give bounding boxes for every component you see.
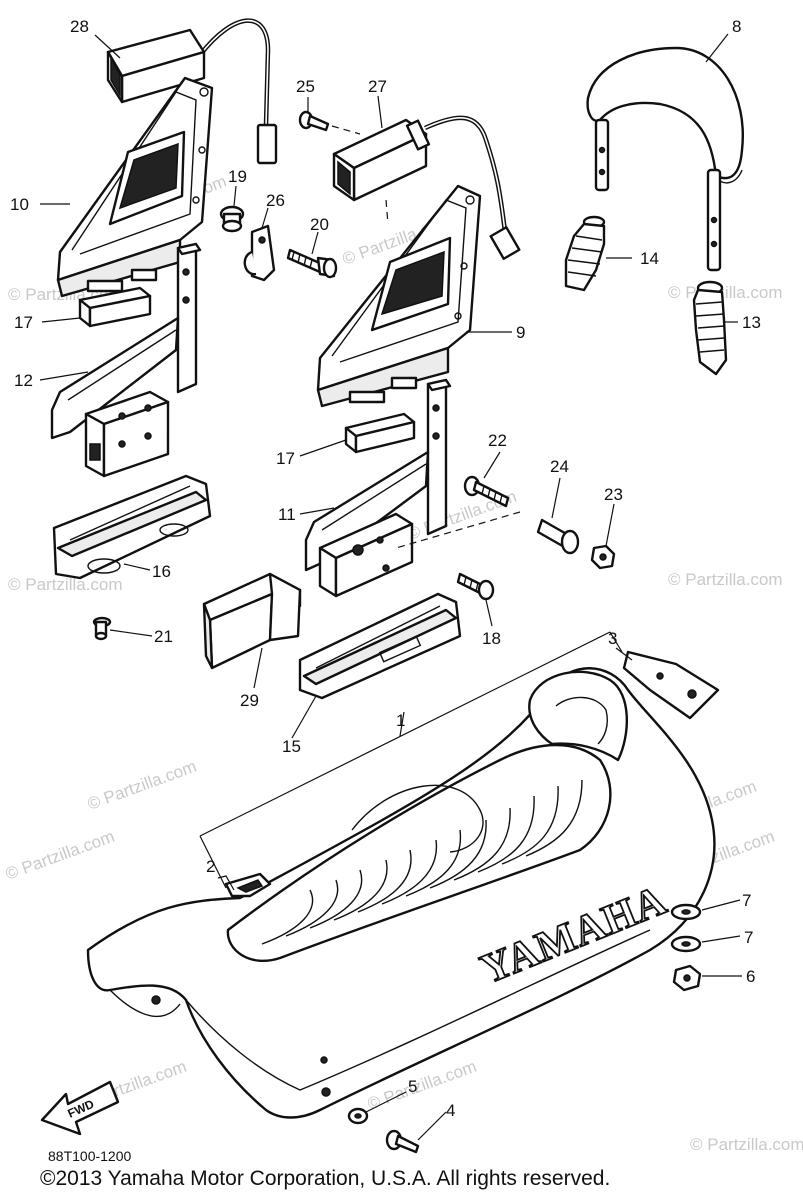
callout-24: 24 [550, 457, 569, 476]
part-25-screw [298, 110, 361, 135]
part-18-screw [456, 572, 495, 601]
dashed-guide-line [395, 511, 521, 549]
part-19-grommet [219, 205, 245, 233]
callout-23: 23 [604, 485, 623, 504]
part-22-bolt [463, 475, 510, 508]
drawing-code: 88T100-1200 [48, 1148, 132, 1164]
callout-17-center: 17 [276, 449, 295, 468]
part-29-clip [202, 572, 302, 670]
callout-15: 15 [282, 737, 301, 756]
callout-9: 9 [516, 323, 525, 342]
part-8-backrest [586, 46, 744, 272]
callout-22: 22 [488, 431, 507, 450]
part-20-bolt [286, 248, 338, 279]
callout-26: 26 [266, 191, 285, 210]
part-16-armrest [52, 474, 212, 580]
part-17-pad-center [344, 412, 416, 454]
callout-8: 8 [732, 17, 741, 36]
callout-16: 16 [152, 562, 171, 581]
part-15-armrest [298, 592, 462, 700]
leader-lines [39, 33, 742, 1141]
seat-ribs [261, 779, 583, 945]
callout-3: 3 [608, 629, 617, 648]
callout-7-lower: 7 [744, 928, 753, 947]
watermark-text: © Partzilla.com [8, 575, 123, 594]
part-11-bracket [304, 378, 452, 598]
callout-4: 4 [446, 1101, 455, 1120]
watermark-text: © Partzilla.com [668, 283, 783, 302]
part-17-pad-left [78, 286, 152, 328]
callout-7-upper: 7 [742, 891, 751, 910]
callout-20: 20 [310, 215, 329, 234]
part-28-connector [106, 18, 278, 165]
part-27-connector [332, 115, 521, 260]
callout-28: 28 [70, 17, 89, 36]
callout-25: 25 [296, 77, 315, 96]
callout-2: 2 [206, 857, 215, 876]
callout-29: 29 [240, 691, 259, 710]
watermark-text: © Partzilla.com [85, 757, 199, 814]
callout-21: 21 [154, 627, 173, 646]
part-6-nut [672, 964, 702, 992]
part-9-side-panel [316, 184, 482, 408]
part-1-seat: YAMAHA [86, 667, 716, 1119]
callout-numbers: 28 10 19 26 20 25 27 8 14 13 9 17 12 17 … [10, 17, 761, 1120]
fwd-arrow-icon: FWD [40, 1080, 120, 1136]
part-4-screw [385, 1129, 420, 1154]
part-7-washer [670, 903, 702, 921]
callout-1: 1 [396, 711, 405, 730]
watermark-text: © Partzilla.com [690, 1135, 803, 1154]
callout-17-left: 17 [14, 313, 33, 332]
part-24-collar [536, 518, 580, 555]
part-23-nut [590, 544, 616, 570]
callout-27: 27 [368, 77, 387, 96]
part-14-boot [564, 215, 606, 292]
callout-11: 11 [278, 505, 296, 524]
watermark-text: © Partzilla.com [3, 827, 117, 884]
callout-13: 13 [742, 313, 761, 332]
callout-19: 19 [228, 167, 247, 186]
part-21-screw [92, 616, 112, 641]
part-12-bracket [50, 242, 202, 478]
callout-14: 14 [640, 249, 659, 268]
callout-18: 18 [482, 629, 501, 648]
watermark-text: © Partzilla.com [668, 570, 783, 589]
callout-12: 12 [14, 371, 33, 390]
part-13-boot [692, 280, 728, 376]
part-26-clamp [243, 224, 276, 282]
callout-6: 6 [746, 967, 755, 986]
part-7-washer [670, 935, 702, 953]
callout-10: 10 [10, 195, 29, 214]
part-3-bracket [622, 650, 720, 720]
part-2-hook [224, 872, 272, 898]
copyright-notice: ©2013 Yamaha Motor Corporation, U.S.A. A… [40, 1167, 611, 1190]
part-5-washer [347, 1107, 369, 1125]
callout-5: 5 [408, 1077, 417, 1096]
part-10-side-panel [56, 76, 214, 298]
